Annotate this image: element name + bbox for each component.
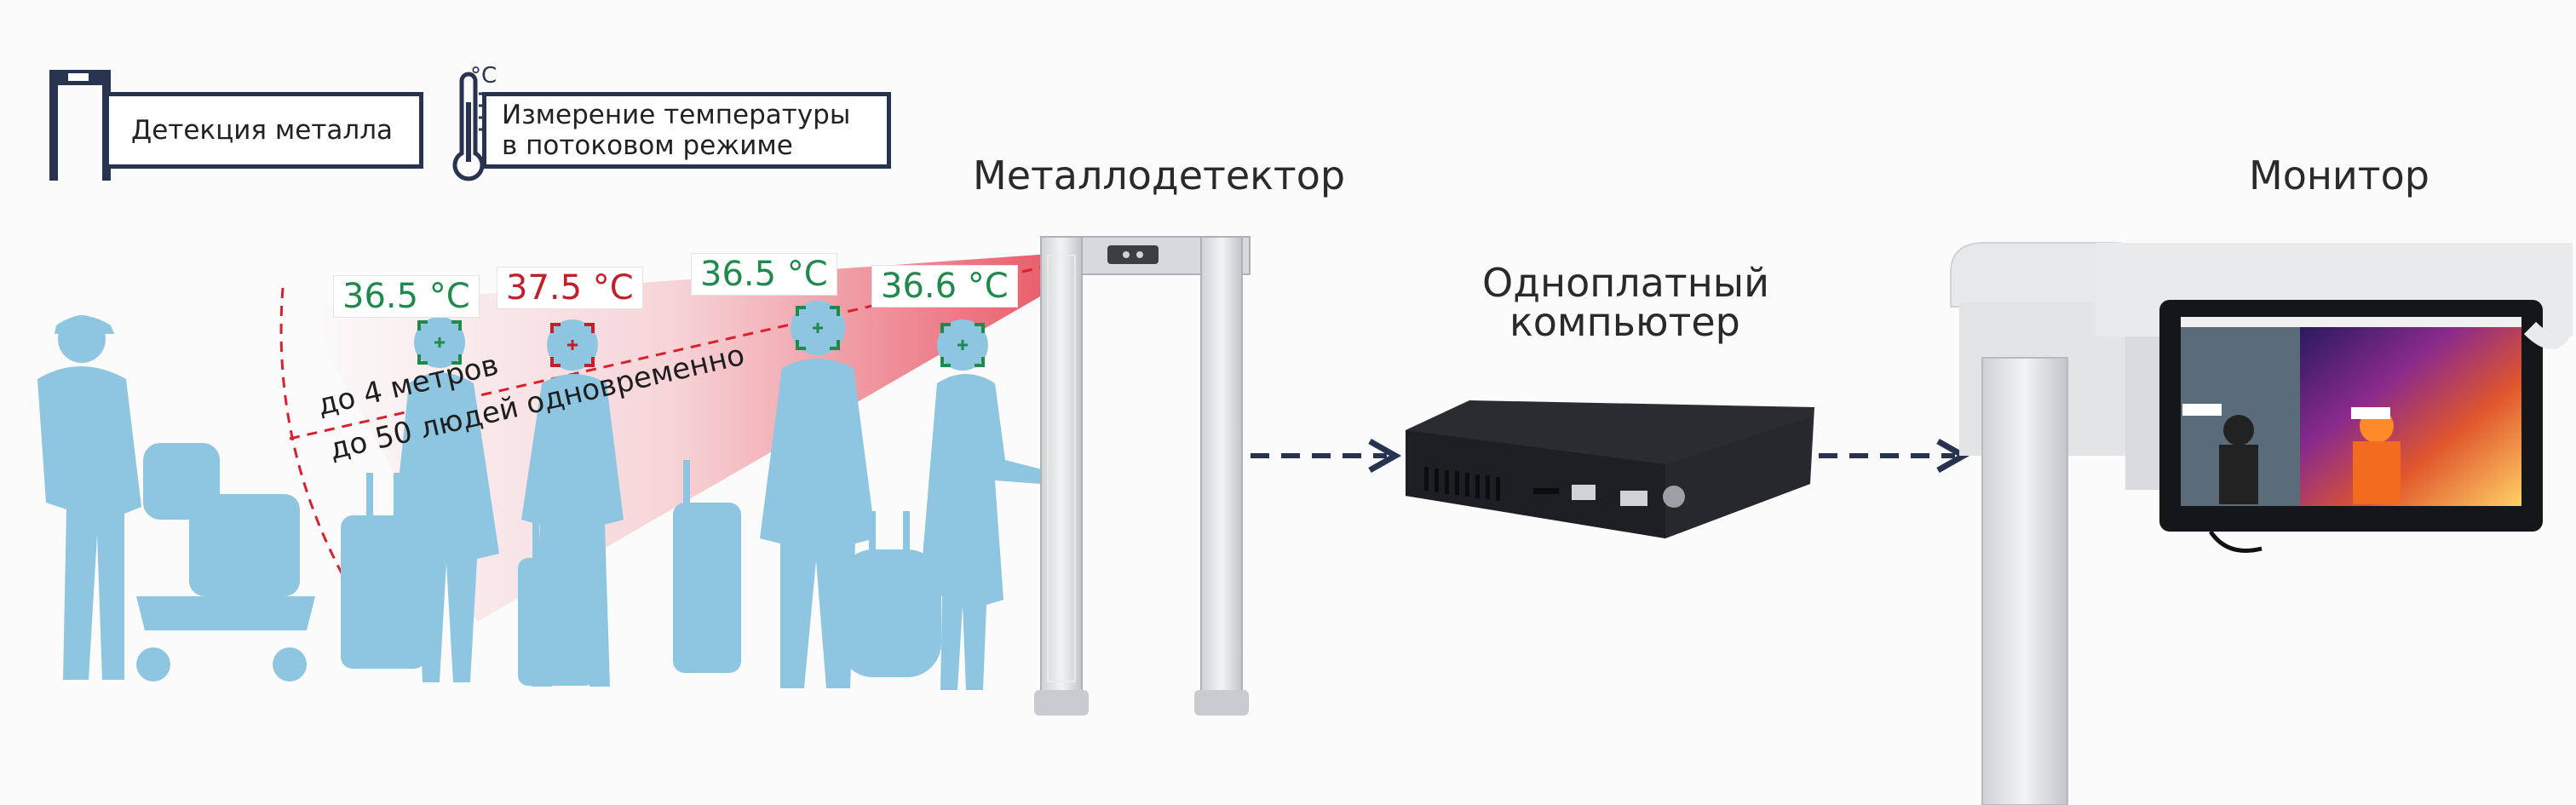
monitor-on-gate [1950,242,2573,805]
face-target-icon [417,306,985,367]
monitor-title: Монитор [2249,152,2429,198]
metal-detector-title: Металлодетектор [973,152,1346,198]
scanner-beam [302,249,1123,622]
temperature-label: 37.5 °C [497,267,642,308]
legend-temp-line2: в потоковом режиме [502,130,793,161]
temperature-label: 36.5 °C [692,254,837,295]
legend-temp-line1: Измерение температуры [502,100,851,130]
metal-detector-gate [1034,236,1251,716]
legend-temperature-measurement: Измерение температуры в потоковом режиме [482,92,891,169]
celsius-mark: °C [470,63,497,89]
temperature-label: 36.6 °C [872,266,1017,307]
legend-metal-detection: Детекция металла [105,92,423,169]
passenger-silhouettes [37,301,1065,690]
computer-title-line1: Одноплатный [1482,260,1769,306]
legend-metal-label: Детекция металла [131,115,394,146]
computer-title-line2: компьютер [1509,299,1740,345]
metal-detector-gate-icon [49,70,111,181]
single-board-computer [1406,400,1814,538]
temperature-label: 36.5 °C [334,276,479,317]
